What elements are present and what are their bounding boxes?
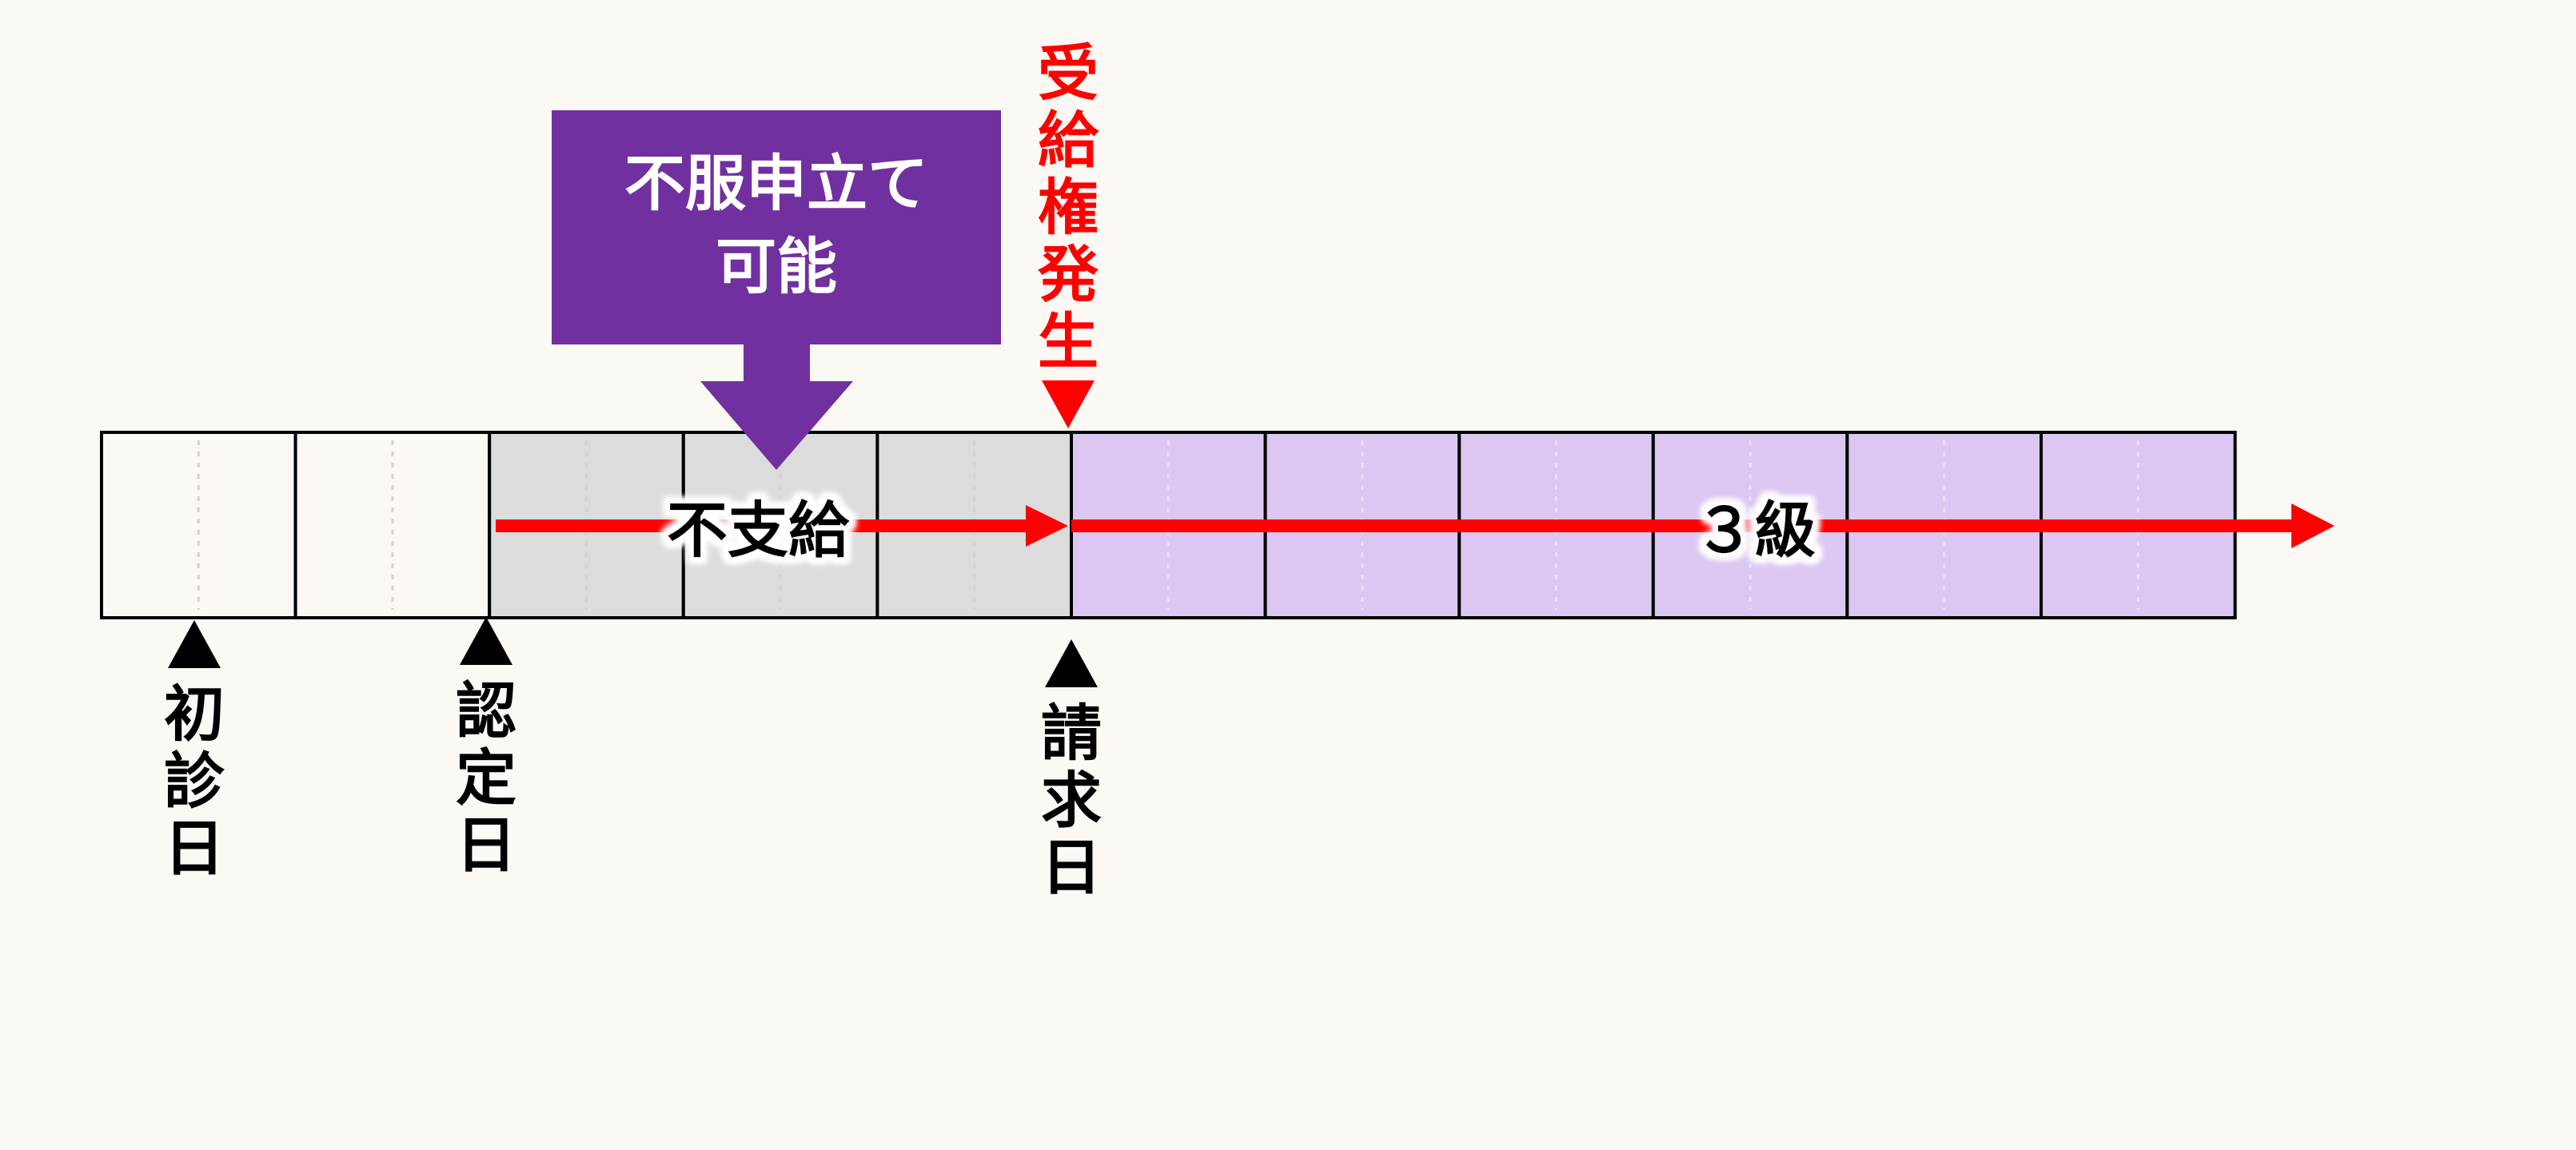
claim-label: 請求日 xyxy=(1041,698,1102,903)
grade-label: ３級 xyxy=(1694,495,1816,566)
vertRed-char: 発 xyxy=(1038,239,1099,310)
claim-marker-icon xyxy=(1045,639,1098,687)
appeal-callout: 不服申立て 可能 xyxy=(552,110,1001,470)
period-arrows xyxy=(496,503,2335,548)
vertRed-char: 受 xyxy=(1038,38,1099,109)
vMark3-char: 求 xyxy=(1041,765,1102,836)
callout-line-1: 不服申立て xyxy=(624,148,928,219)
vMark2-char: 定 xyxy=(456,742,516,814)
first-visit-label: 初診日 xyxy=(164,678,225,884)
vertRed-char: 生 xyxy=(1038,306,1099,377)
vMark3-char: 日 xyxy=(1041,832,1102,903)
marker-claim: 請求日 xyxy=(1041,639,1102,903)
unpaid-label: 不支給 xyxy=(667,495,850,566)
grade-arrow-head xyxy=(2291,503,2335,548)
certification-label: 認定日 xyxy=(456,675,516,881)
vertRed-char: 権 xyxy=(1038,172,1099,243)
callout-line-2: 可能 xyxy=(716,231,837,302)
right-emerges-label: 受給権発生 xyxy=(1038,38,1099,428)
vMark2-char: 認 xyxy=(456,675,516,746)
first-visit-marker-icon xyxy=(168,620,221,668)
right-emerges-text: 受給権発生 xyxy=(1038,38,1099,377)
vMark1-char: 診 xyxy=(164,746,225,817)
marker-first-visit: 初診日 xyxy=(164,620,225,884)
vMark1-char: 日 xyxy=(164,813,225,884)
vMark3-char: 請 xyxy=(1041,698,1102,769)
vertRed-char: 給 xyxy=(1038,105,1099,176)
unpaid-arrow-head xyxy=(1026,505,1068,547)
vMark1-char: 初 xyxy=(164,678,225,750)
certification-marker-icon xyxy=(460,617,512,665)
vMark2-char: 日 xyxy=(456,810,516,881)
marker-certification: 認定日 xyxy=(456,617,516,881)
right-emerges-arrow xyxy=(1042,380,1095,428)
